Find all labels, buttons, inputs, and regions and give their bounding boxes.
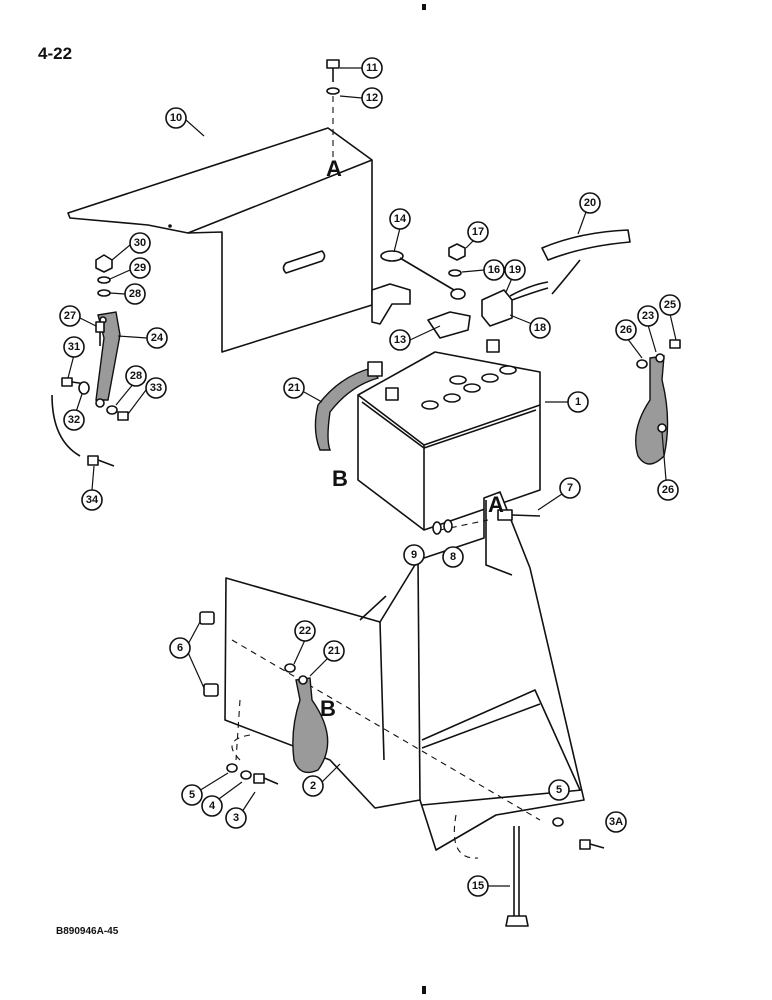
callout-9: 9 [403,544,425,566]
callout-5: 5 [548,779,570,801]
svg-text:3A: 3A [609,816,623,828]
svg-text:26: 26 [620,324,632,336]
callout-12: 12 [339,87,383,109]
ref-letter-b: B [320,696,336,721]
callout-33: 33 [127,377,167,415]
svg-text:22: 22 [299,625,311,637]
svg-text:27: 27 [64,310,76,322]
callout-19: 19 [504,259,526,293]
callout-15: 15 [467,875,510,897]
svg-text:9: 9 [411,549,417,561]
callout-25: 25 [659,294,681,341]
callout-14: 14 [389,208,411,253]
svg-text:4: 4 [209,800,216,812]
callout-4: 4 [201,781,243,817]
cable-terminal [481,289,513,327]
svg-text:34: 34 [86,494,99,506]
svg-text:21: 21 [288,382,300,394]
svg-text:14: 14 [394,213,407,225]
svg-text:25: 25 [664,299,676,311]
hold-down-rod [380,250,466,300]
svg-text:31: 31 [68,341,80,353]
callout-17: 17 [465,221,489,249]
callout-3a: 3A [605,811,627,833]
svg-text:8: 8 [450,551,456,563]
hold-down-clamp [427,311,471,339]
callout-26: 26 [657,431,679,501]
svg-text:24: 24 [151,332,164,344]
ref-letter-a: A [488,492,504,517]
svg-text:17: 17 [472,226,484,238]
svg-text:32: 32 [68,414,80,426]
callout-13: 13 [389,325,441,351]
svg-text:3: 3 [233,812,239,824]
callout-18: 18 [509,314,551,339]
battery-cover [67,127,373,353]
svg-text:10: 10 [170,112,182,124]
battery [357,339,541,531]
svg-text:7: 7 [567,482,573,494]
svg-text:28: 28 [129,288,141,300]
callout-31: 31 [63,336,85,379]
svg-text:26: 26 [662,484,674,496]
svg-text:23: 23 [642,310,654,322]
svg-text:20: 20 [584,197,596,209]
callout-30: 30 [111,232,151,261]
negative-strap [95,311,121,401]
callout-1: 1 [545,391,589,413]
svg-text:5: 5 [556,784,562,796]
callout-28: 28 [115,365,147,406]
callout-29: 29 [109,257,151,280]
svg-text:1: 1 [575,396,581,408]
svg-text:15: 15 [472,880,484,892]
svg-text:11: 11 [366,62,378,74]
callout-20: 20 [577,192,601,235]
callout-26: 26 [615,319,643,359]
callout-10: 10 [165,107,205,137]
svg-text:5: 5 [189,789,195,801]
svg-text:16: 16 [488,264,500,276]
figure-code: B890946A-45 [56,926,119,937]
tray-strap [292,677,329,774]
svg-text:13: 13 [394,334,406,346]
callout-16: 16 [461,259,505,281]
positive-strap [635,355,669,465]
callout-32: 32 [63,393,85,431]
svg-text:30: 30 [134,237,146,249]
ref-letter-b: B [332,466,348,491]
svg-text:19: 19 [509,264,521,276]
callout-27: 27 [59,305,97,327]
callout-22: 22 [293,620,316,665]
svg-text:6: 6 [177,642,183,654]
callout-5: 5 [181,772,229,806]
terminal-boot [541,229,631,261]
callout-2: 2 [302,763,341,797]
hold-down-clamp [371,283,411,325]
callout-3: 3 [225,791,256,829]
svg-text:21: 21 [328,645,340,657]
battery-tray [224,491,585,851]
svg-text:29: 29 [134,262,146,274]
callout-28: 28 [109,283,146,305]
svg-text:18: 18 [534,322,546,334]
cover-bolt [326,59,340,160]
callout-7: 7 [537,477,581,511]
callout-24: 24 [117,327,168,349]
ref-letter-a: A [326,156,342,181]
callout-6: 6 [169,621,205,689]
callout-11: 11 [340,57,383,79]
callout-21: 21 [283,377,323,403]
svg-text:12: 12 [366,92,378,104]
svg-text:2: 2 [310,780,316,792]
svg-text:33: 33 [150,382,162,394]
page-number: 4-22 [38,44,73,63]
callout-8: 8 [442,546,464,568]
callout-34: 34 [81,465,103,511]
callout-21: 21 [309,640,345,677]
callout-23: 23 [637,305,659,353]
svg-text:28: 28 [130,370,142,382]
callouts: 1 2 3 3A 4 5 5 6 7 8 9 10 11 12 13 14 15… [59,57,681,897]
